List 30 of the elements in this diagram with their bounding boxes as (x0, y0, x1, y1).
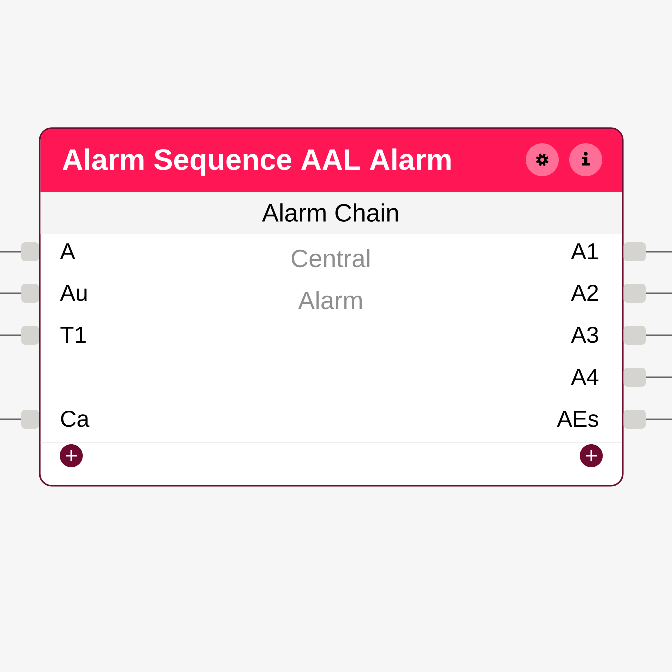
port-tab (22, 242, 40, 262)
connector-line (646, 292, 672, 294)
port-label: A2 (571, 284, 598, 301)
connector-line (0, 418, 22, 420)
subtitle-band: Alarm Chain (40, 192, 622, 234)
port-label: T1 (60, 327, 86, 343)
port-tab (22, 326, 40, 345)
port-label: A1 (571, 244, 598, 260)
port-label: AEs (557, 411, 598, 428)
port-tab (624, 410, 646, 429)
title-bar: Alarm Sequence AAL Alarm (40, 129, 622, 192)
port-tab (624, 326, 646, 345)
connector-line (646, 251, 672, 253)
connector-line (0, 334, 22, 336)
port-label: Ca (61, 410, 90, 428)
port-tab (624, 284, 646, 303)
connector-line (0, 251, 22, 253)
port-label: A3 (571, 326, 598, 344)
port-tab (624, 368, 646, 387)
port-tab (22, 284, 40, 303)
port-label: Au (60, 285, 87, 302)
port-label: A4 (571, 369, 599, 385)
connector-line (0, 292, 22, 294)
connector-line (646, 376, 672, 378)
port-label: A (60, 244, 76, 260)
connector-line (646, 418, 672, 420)
port-tab (624, 242, 646, 262)
port-tab (22, 410, 40, 429)
connector-line (646, 334, 672, 336)
block-label: Central Alarm (292, 249, 370, 310)
